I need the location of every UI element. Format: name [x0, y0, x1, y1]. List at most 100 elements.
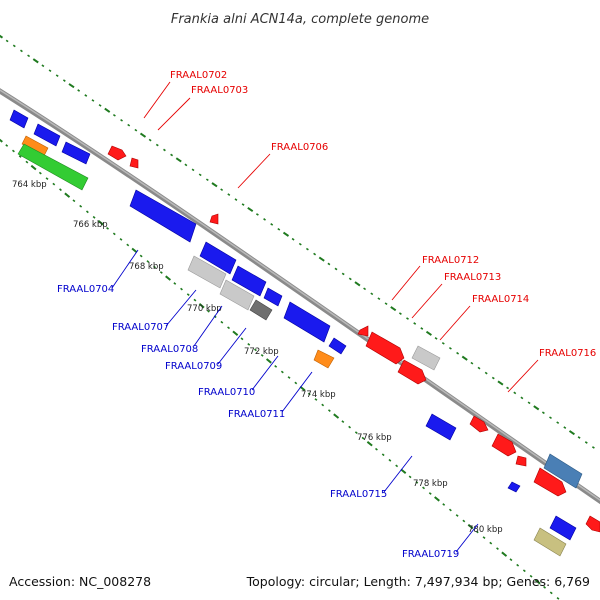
gene-arrow-steelblue[interactable]: [543, 453, 583, 489]
tick-mark: [265, 358, 272, 364]
gene-arrow-blue[interactable]: [231, 265, 267, 297]
tick-mark: [41, 64, 45, 68]
leader-line: [507, 359, 539, 393]
tick-mark: [198, 303, 205, 309]
kbp-label: 770 kbp: [187, 304, 222, 314]
tick-mark: [313, 252, 317, 256]
gene-arrow-red[interactable]: [129, 157, 139, 169]
gene-arrow-blue[interactable]: [33, 123, 61, 147]
gene-label[interactable]: FRAAL0702: [170, 70, 227, 81]
gene-arrow-green[interactable]: [17, 143, 89, 191]
gene-label[interactable]: FRAAL0710: [198, 387, 255, 398]
gene-arrow-red[interactable]: [533, 467, 567, 497]
tick-mark: [415, 480, 419, 484]
gene-arrow-blue[interactable]: [328, 337, 347, 355]
tick-mark: [247, 342, 251, 346]
gene-arrow-blue[interactable]: [61, 141, 91, 165]
gene-arrow-khaki[interactable]: [533, 527, 567, 557]
gene-arrow-red[interactable]: [365, 331, 405, 365]
tick-mark: [354, 431, 358, 435]
tick-mark: [193, 298, 197, 302]
tick-mark: [175, 157, 182, 163]
gene-arrow-blue[interactable]: [507, 481, 521, 493]
tick-mark: [516, 563, 520, 567]
tick-mark: [263, 218, 266, 221]
leader-line: [281, 371, 313, 413]
kbp-scale: 764 kbp 766 kbp 768 kbp 770 kbp 772 kbp …: [12, 180, 503, 535]
gene-arrow-red[interactable]: [107, 145, 127, 161]
gene-arrow-red[interactable]: [515, 455, 527, 467]
tick-mark: [18, 155, 22, 158]
tick-mark: [584, 441, 588, 444]
gene-arrow-blue[interactable]: [9, 109, 29, 129]
gene-arrow-gray[interactable]: [219, 279, 255, 311]
inner-tick-track: [0, 138, 560, 600]
gene-arrow-blue[interactable]: [199, 241, 237, 275]
tick-mark: [180, 287, 183, 291]
kbp-label: 774 kbp: [301, 390, 336, 400]
forward-gene-labels: FRAAL0702 FRAAL0703 FRAAL0706 FRAAL0712 …: [170, 70, 596, 359]
tick-mark: [0, 138, 3, 143]
gene-arrow-blue[interactable]: [129, 189, 197, 243]
tick-mark: [85, 210, 89, 214]
tick-mark: [112, 113, 116, 117]
tick-mark: [520, 396, 524, 400]
tick-mark: [333, 413, 340, 419]
gene-label[interactable]: FRAAL0703: [191, 85, 248, 96]
tick-mark: [298, 242, 302, 246]
gene-label[interactable]: FRAAL0709: [165, 361, 222, 372]
outer-tick-track: [0, 34, 595, 449]
gene-arrow-blue[interactable]: [425, 413, 457, 441]
gene-arrow-gray[interactable]: [187, 255, 227, 289]
gene-label[interactable]: FRAAL0706: [271, 142, 328, 153]
tick-mark: [467, 523, 474, 530]
gene-arrow-blue[interactable]: [263, 287, 283, 307]
gene-label[interactable]: FRAAL0707: [112, 322, 169, 333]
gene-label[interactable]: FRAAL0719: [402, 549, 459, 560]
gene-label[interactable]: FRAAL0715: [330, 489, 387, 500]
gene-label[interactable]: FRAAL0711: [228, 409, 285, 420]
gene-arrow-red[interactable]: [357, 325, 369, 337]
gene-label[interactable]: FRAAL0704: [57, 284, 114, 295]
tick-mark: [425, 330, 432, 336]
tick-mark: [291, 237, 295, 241]
tick-mark: [327, 262, 331, 266]
kbp-label: 766 kbp: [73, 220, 108, 230]
tick-mark: [170, 153, 174, 157]
gene-label[interactable]: FRAAL0708: [141, 344, 198, 355]
gene-arrow-darkgray[interactable]: [249, 299, 273, 321]
tick-mark: [287, 376, 291, 379]
gene-arrow-blue[interactable]: [283, 301, 331, 343]
tick-mark: [384, 302, 388, 306]
gene-label[interactable]: FRAAL0712: [422, 255, 479, 266]
tick-mark: [354, 281, 361, 287]
tick-mark: [448, 508, 452, 512]
gene-arrow-orange[interactable]: [313, 349, 335, 369]
gene-arrow-red[interactable]: [585, 515, 600, 533]
kbp-label: 780 kbp: [468, 525, 503, 535]
tick-mark: [334, 267, 338, 271]
accession-text: Accession: NC_008278: [9, 574, 151, 589]
tick-mark: [106, 226, 109, 230]
tick-mark: [126, 243, 130, 247]
gene-arrow-red[interactable]: [397, 359, 427, 385]
tick-mark: [321, 403, 325, 407]
tick-mark: [72, 199, 76, 203]
gene-label[interactable]: FRAAL0714: [472, 294, 529, 305]
gene-arrow-red[interactable]: [209, 213, 219, 225]
tick-mark: [274, 364, 278, 368]
gene-arrow-blue[interactable]: [549, 515, 577, 541]
tick-mark: [5, 39, 9, 43]
tick-mark: [254, 348, 257, 352]
gene-arrow-red[interactable]: [491, 433, 517, 457]
gene-label[interactable]: FRAAL0716: [539, 348, 596, 359]
gene-label[interactable]: FRAAL0713: [444, 272, 501, 283]
leader-line: [217, 327, 247, 365]
reverse-gene-labels: FRAAL0704 FRAAL0707 FRAAL0708 FRAAL0709 …: [57, 284, 459, 560]
gene-arrow-red[interactable]: [469, 415, 489, 433]
leader-line: [391, 265, 421, 301]
tick-mark: [198, 173, 202, 177]
tick-mark: [247, 206, 254, 213]
gene-arrow-gray[interactable]: [411, 345, 441, 371]
